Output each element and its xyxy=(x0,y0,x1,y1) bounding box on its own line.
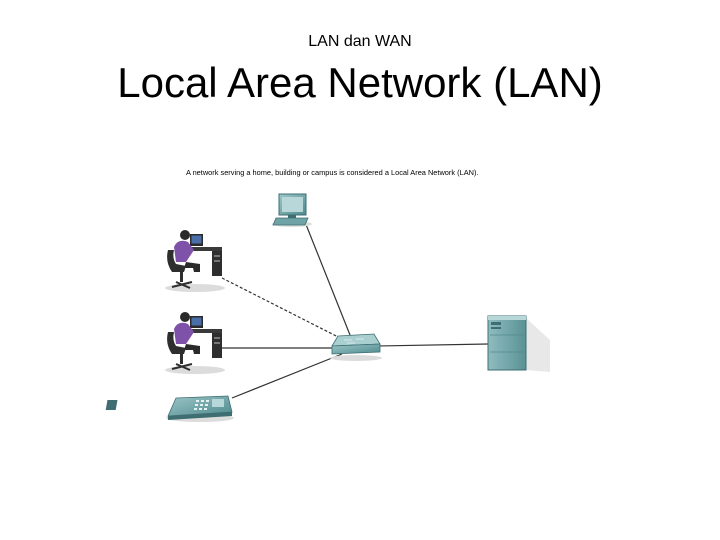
ip-phone-icon xyxy=(105,395,234,422)
diagram-caption: A network serving a home, building or ca… xyxy=(186,168,478,177)
link-switch-server xyxy=(377,343,489,347)
network-links xyxy=(221,221,489,399)
server-icon xyxy=(487,315,550,372)
link-workstation-top-switch xyxy=(221,277,349,343)
desktop-computer-icon xyxy=(272,193,312,227)
user-at-desk-icon xyxy=(165,230,225,292)
link-pc-switch xyxy=(304,221,353,341)
slide-title: Local Area Network (LAN) xyxy=(117,59,603,106)
network-switch-icon xyxy=(330,333,382,361)
slide-header: LAN dan WAN xyxy=(308,33,412,50)
link-phone-switch xyxy=(231,353,343,399)
user-at-desk-icon xyxy=(165,312,225,374)
